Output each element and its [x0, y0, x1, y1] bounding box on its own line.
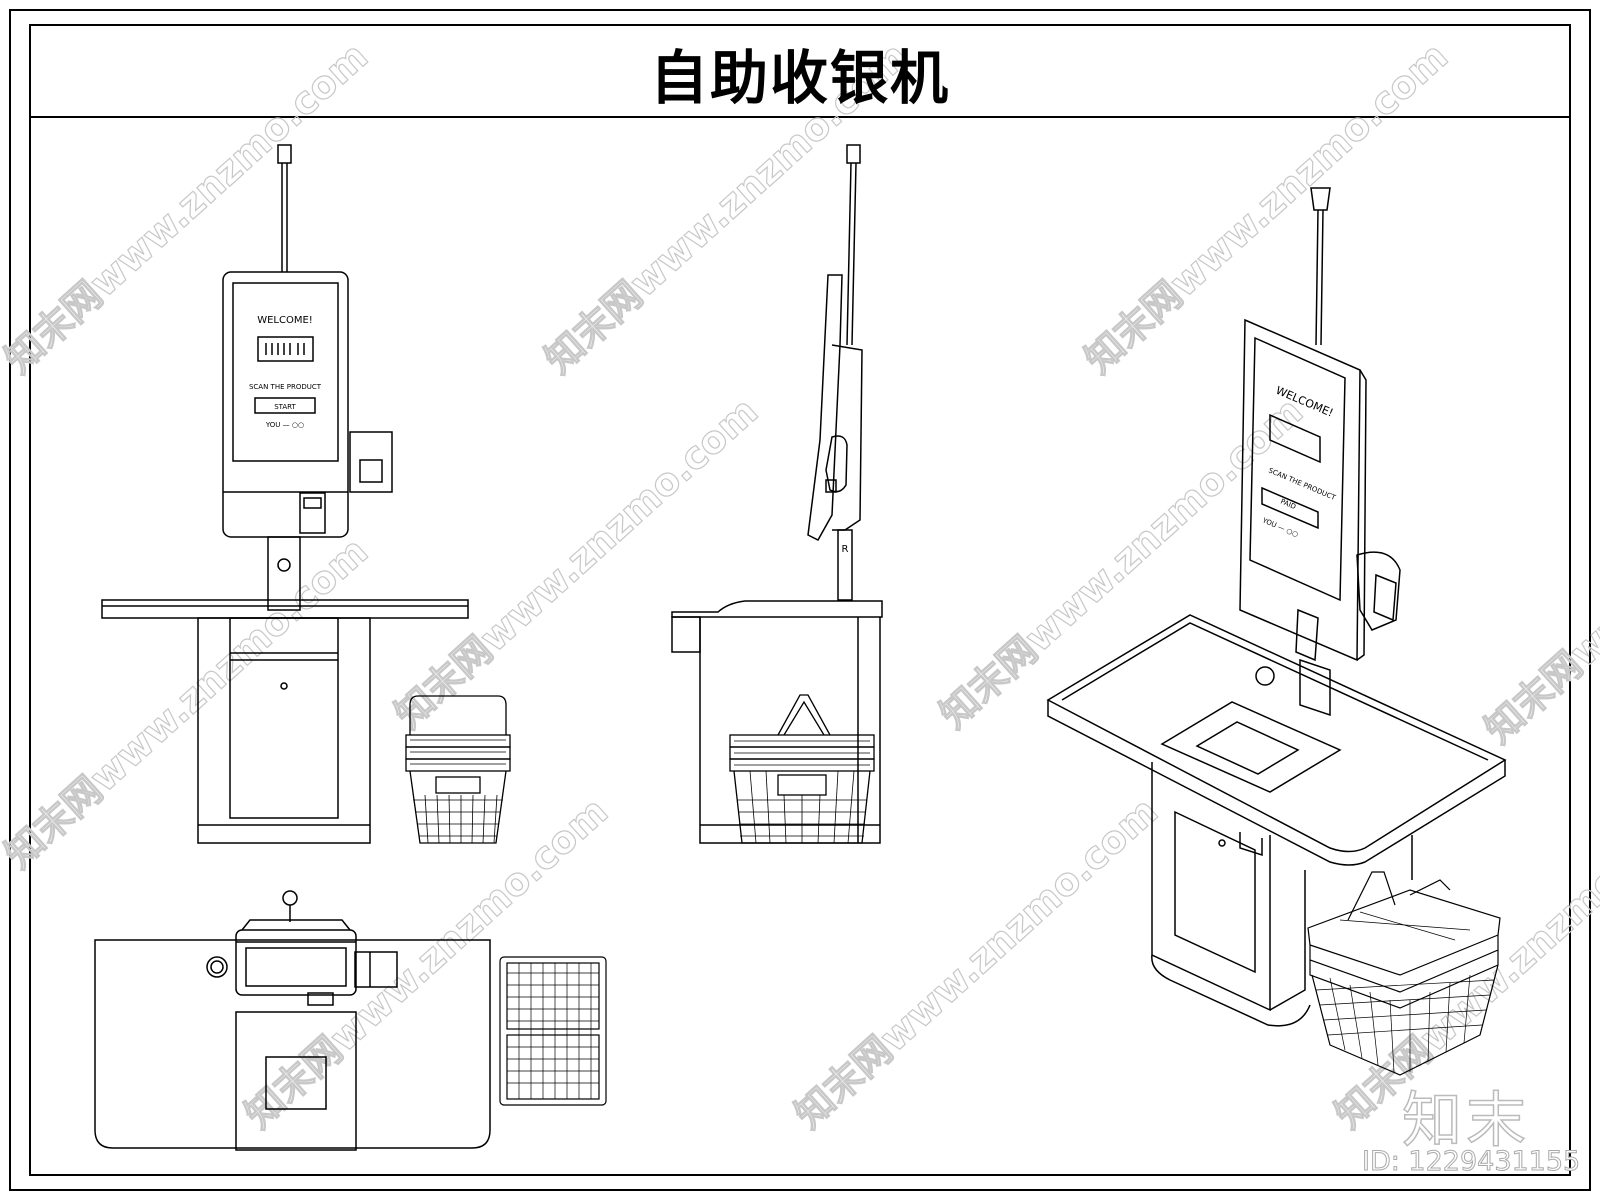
front-screen-barcode-box — [257, 336, 314, 362]
top-scan-pad — [235, 1011, 357, 1151]
top-table-outline — [94, 939, 491, 1149]
watermark-8: 知末网www.znzmo.com — [787, 789, 1166, 1137]
front-screen — [232, 282, 339, 462]
top-card-reader — [307, 992, 334, 1006]
iso-screen-scan-prompt: SCAN THE PRODUCT — [1267, 466, 1337, 502]
front-view: WELCOME! SCAN THE PRODUCT START YOU — ○○ — [101, 144, 469, 844]
side-monitor — [807, 274, 843, 541]
watermark-10: 知末网www.znzmo.com — [1477, 404, 1600, 752]
top-monitor — [235, 929, 357, 996]
iso-card-reader — [1295, 608, 1319, 662]
iso-screen-barcode-box — [1269, 413, 1321, 464]
iso-basket-stack — [1307, 871, 1501, 1076]
front-screen-footer: YOU — ○○ — [265, 421, 304, 429]
iso-basket-mesh — [1315, 911, 1495, 1073]
top-printer — [354, 951, 398, 988]
watermark-6: 知末网www.znzmo.com — [932, 389, 1311, 737]
top-lamp — [282, 890, 298, 906]
front-printer — [349, 431, 393, 493]
page-title: 自助收银机 — [649, 44, 950, 112]
front-screen-button — [254, 397, 316, 414]
side-basket-mesh — [734, 740, 870, 844]
front-screen-button-label: START — [274, 403, 296, 411]
front-card-reader — [299, 492, 326, 534]
iso-stem — [1299, 658, 1331, 717]
front-lamp — [277, 144, 292, 164]
outer-border — [9, 9, 1591, 1191]
top-basket-mesh — [507, 963, 599, 1099]
top-scanner-hole — [206, 956, 228, 978]
iso-scanner-hole — [1255, 666, 1275, 686]
watermark-id: ID: 1229431155 — [1361, 1146, 1581, 1178]
front-stem — [267, 536, 301, 611]
iso-screen-button — [1261, 486, 1319, 530]
side-stem — [837, 529, 853, 601]
watermark-logo: 知末 — [1401, 1085, 1530, 1157]
front-screen-welcome: WELCOME! — [257, 315, 313, 326]
side-printer — [825, 435, 848, 493]
top-basket-stack — [499, 956, 607, 1106]
inner-border — [29, 24, 1571, 1176]
front-basket-stack — [405, 695, 511, 844]
top-view — [94, 890, 491, 1151]
side-basket-stack — [729, 694, 875, 844]
watermark-5: 知末网www.znzmo.com — [387, 389, 766, 737]
iso-cabinet — [1151, 762, 1271, 1012]
side-lamp — [846, 144, 861, 164]
side-table-top — [671, 600, 883, 618]
iso-scan-pad — [1160, 701, 1342, 793]
side-cabinet — [699, 617, 881, 844]
watermark-layer: 知末网www.znzmo.com 知末网www.znzmo.com 知末网www… — [0, 33, 1600, 1137]
front-screen-scan-prompt: SCAN THE PRODUCT — [249, 383, 322, 391]
side-pole-mark: R — [842, 544, 849, 555]
iso-printer — [1356, 551, 1401, 631]
front-basket-mesh — [410, 739, 506, 844]
iso-screen-button-label: PAID — [1279, 497, 1297, 511]
iso-lamp — [1310, 187, 1331, 211]
iso-table-top — [1046, 614, 1507, 853]
iso-screen-footer: YOU — ○○ — [1260, 516, 1299, 539]
